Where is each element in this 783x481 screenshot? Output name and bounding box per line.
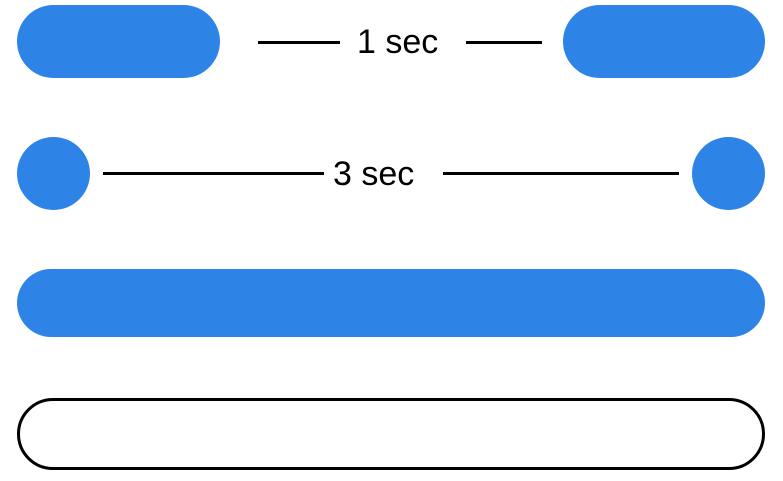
row-1-right-pill-shape [563,5,765,78]
row-1-timing-label: 1 sec [357,23,439,61]
row-1-left-pill-shape [17,5,220,78]
row-1-connector-line-left [258,41,340,44]
row-2-connector-line-left [103,172,324,175]
row-2-right-circle-shape [692,137,765,210]
row-2-connector-line-right [443,172,679,175]
row-3-filled-bar-shape [17,269,765,337]
row-2-timing-label: 3 sec [333,155,415,193]
row-2-left-circle-shape [17,137,90,210]
row-4-outlined-bar-shape [17,398,765,470]
row-1-connector-line-right [466,41,542,44]
